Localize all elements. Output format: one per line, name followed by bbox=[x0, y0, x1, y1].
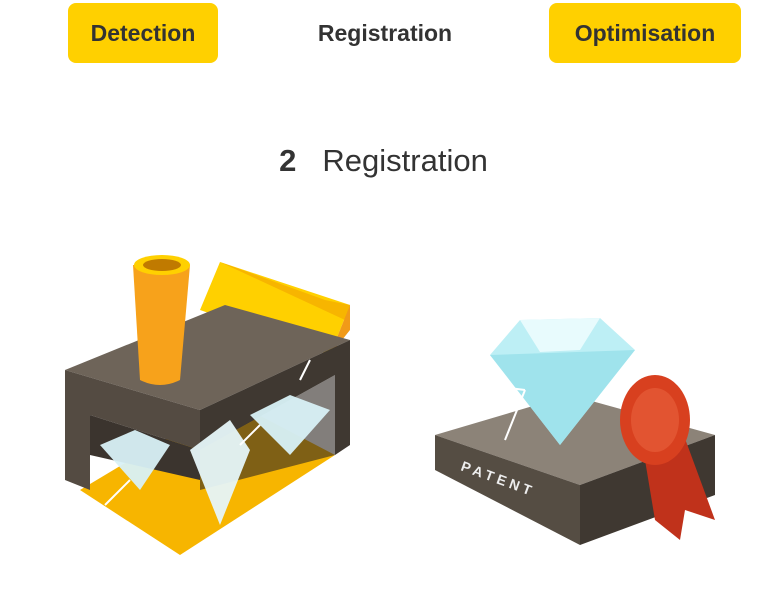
section-number: 2 bbox=[279, 143, 297, 178]
tab-registration[interactable]: Registration bbox=[317, 19, 453, 46]
factory-illustration bbox=[65, 255, 350, 555]
section-title: Registration bbox=[322, 143, 488, 178]
tab-optimisation[interactable]: Optimisation bbox=[549, 3, 741, 63]
section-heading: 2 Registration bbox=[0, 143, 767, 179]
patent-illustration: PATENT bbox=[435, 318, 715, 545]
tab-detection[interactable]: Detection bbox=[68, 3, 218, 63]
